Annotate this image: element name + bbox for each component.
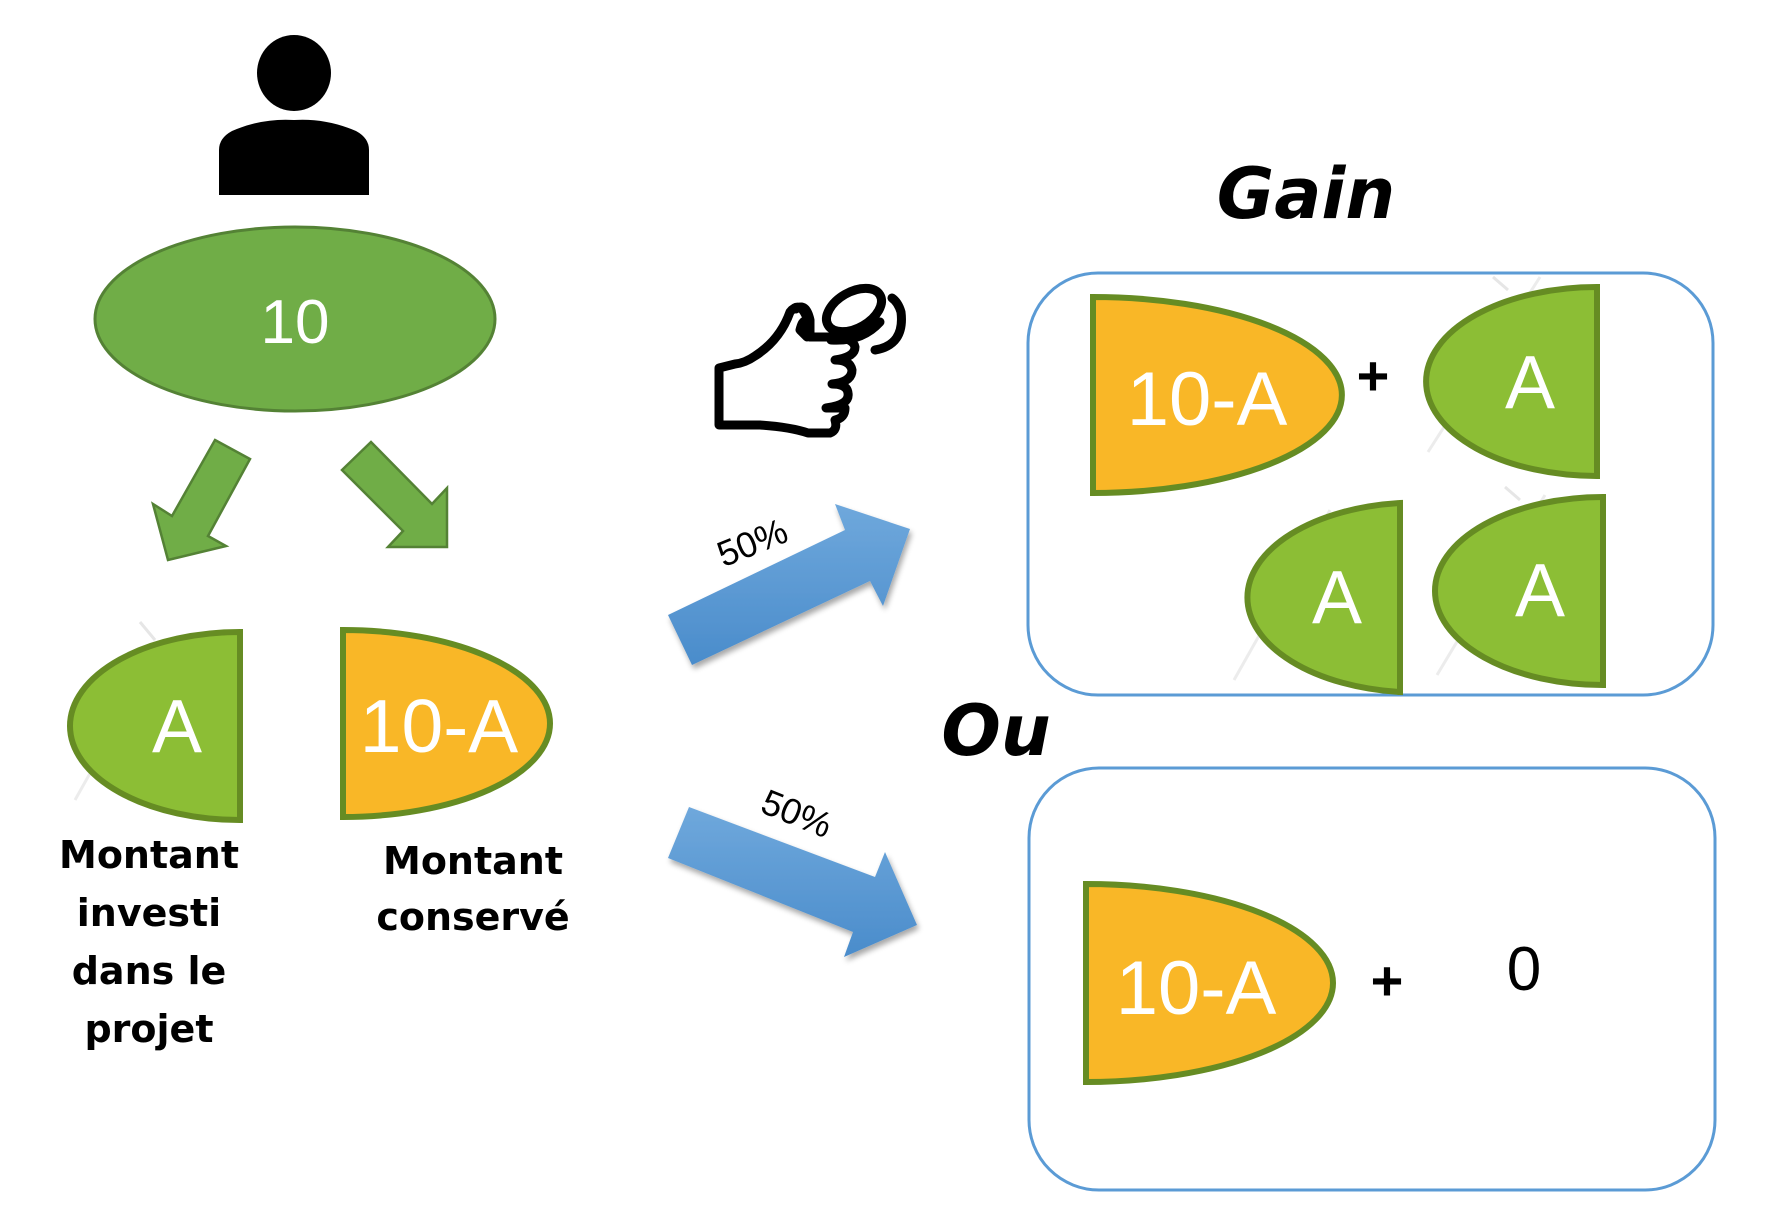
or-separator: Ou	[941, 690, 1050, 772]
invested-label: Montant investi dans le projet	[59, 833, 239, 1051]
gain-outcome-box: 10-A + A A A	[1026, 271, 1715, 697]
arrow-to-kept	[340, 440, 449, 549]
invested-label-line: investi	[77, 891, 221, 935]
gain-return-symbol: A	[1515, 548, 1565, 632]
invested-label-line: projet	[84, 1007, 213, 1051]
arrow-to-invested	[150, 438, 252, 562]
gain-return-shape: A	[1423, 275, 1600, 480]
loss-plus: +	[1371, 949, 1404, 1012]
invested-label-line: Montant	[59, 833, 239, 877]
kept-label: Montant conservé	[376, 839, 569, 939]
gain-kept-shape: 10-A	[1090, 293, 1345, 497]
gain-title: Gain	[1217, 153, 1396, 235]
gain-plus: +	[1357, 344, 1390, 407]
gain-return-symbol: A	[1505, 340, 1555, 424]
kept-amount-shape: 10-A	[340, 626, 553, 821]
invested-symbol: A	[152, 684, 202, 768]
loss-return-value: 0	[1507, 935, 1541, 1004]
kept-label-line: conservé	[376, 895, 569, 939]
kept-label-line: Montant	[383, 839, 563, 883]
gain-return-symbol: A	[1312, 555, 1362, 639]
loss-outcome-box: 10-A + 0	[1027, 766, 1717, 1192]
gain-return-shape: A	[1232, 499, 1403, 696]
gain-kept-symbol: 10-A	[1127, 357, 1288, 442]
loss-kept-symbol: 10-A	[1116, 946, 1277, 1031]
gain-return-shape: A	[1432, 485, 1606, 689]
invested-label-line: dans le	[72, 949, 227, 993]
gain-arrow	[668, 504, 910, 665]
kept-symbol: 10-A	[360, 684, 518, 768]
person-icon	[219, 35, 369, 195]
coin-flip-hand-icon	[714, 283, 906, 438]
endowment-ellipse: 10	[93, 225, 497, 413]
loss-probability: 50%	[756, 781, 838, 846]
endowment-value: 10	[261, 288, 330, 357]
loss-arrow	[668, 807, 917, 957]
invested-amount-shape: A	[67, 621, 243, 824]
loss-kept-shape: 10-A	[1083, 880, 1336, 1086]
